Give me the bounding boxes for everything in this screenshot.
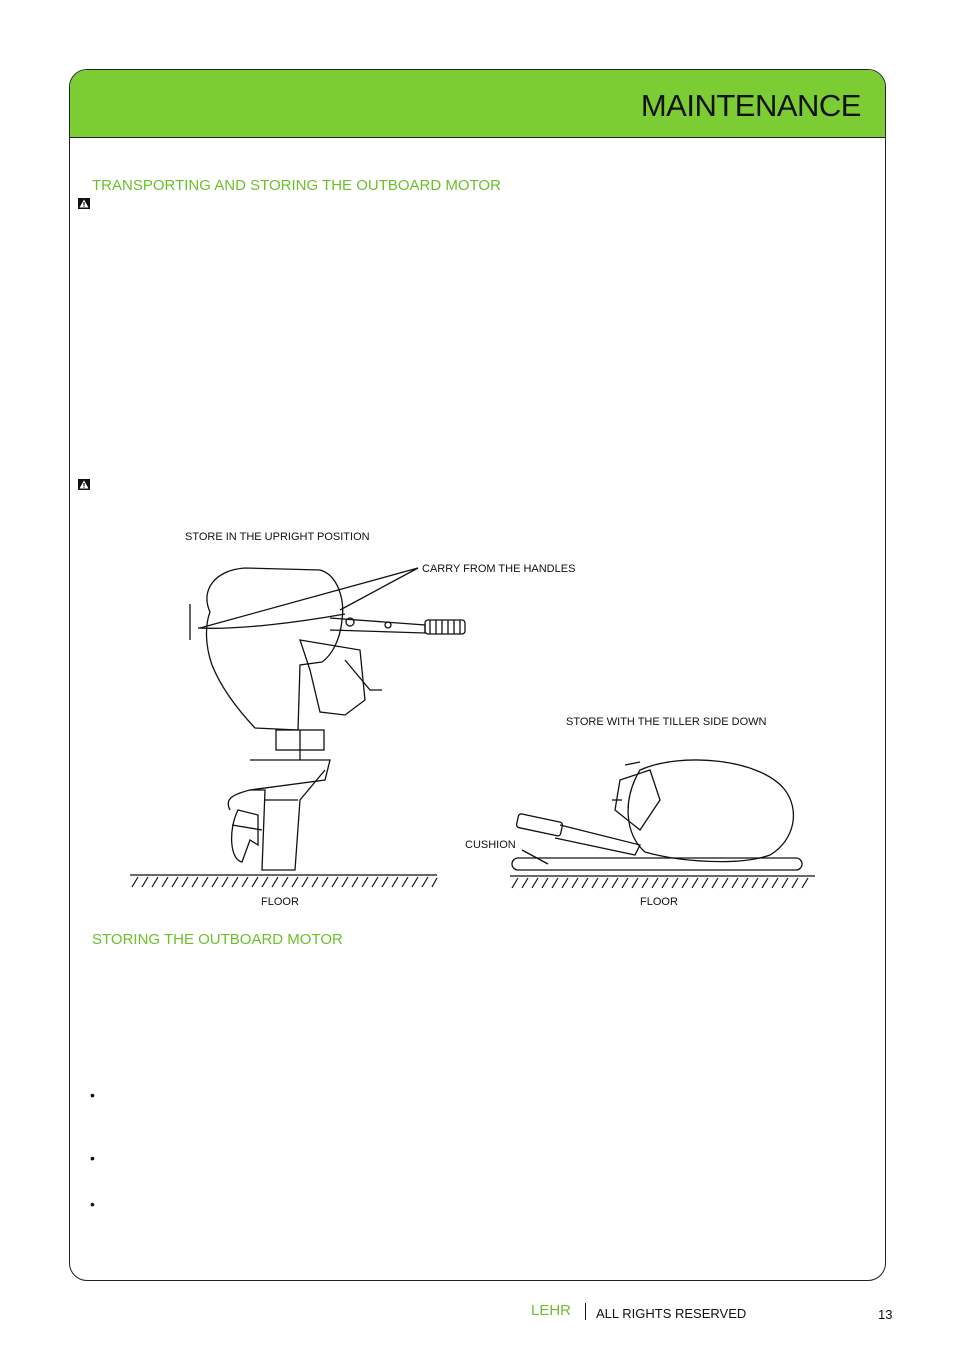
storing-section-heading: STORING THE OUTBOARD MOTOR bbox=[92, 931, 343, 948]
footer-brand: LEHR bbox=[531, 1302, 572, 1319]
floor-left-label: FLOOR bbox=[261, 896, 299, 908]
transport-section-heading: TRANSPORTING AND STORING THE OUTBOARD MO… bbox=[92, 177, 501, 194]
upright-position-label: STORE IN THE UPRIGHT POSITION bbox=[185, 531, 370, 543]
tiller-side-down-label: STORE WITH THE TILLER SIDE DOWN bbox=[566, 716, 767, 728]
cushion-label: CUSHION bbox=[465, 839, 516, 851]
page-title: MAINTENANCE bbox=[640, 88, 862, 123]
footer-separator bbox=[585, 1303, 586, 1320]
header-band: MAINTENANCE bbox=[70, 70, 885, 138]
warning-triangle-icon bbox=[78, 479, 90, 490]
bullet-marker: • bbox=[90, 1150, 95, 1166]
carry-handles-label: CARRY FROM THE HANDLES bbox=[422, 563, 576, 575]
page-frame: MAINTENANCE TRANSPORTING AND STORING THE… bbox=[69, 69, 886, 1281]
floor-right-label: FLOOR bbox=[640, 896, 678, 908]
bullet-marker: • bbox=[90, 1087, 95, 1103]
page-number: 13 bbox=[878, 1307, 893, 1322]
upright-motor-cowling bbox=[205, 567, 344, 731]
tiller-down-motor bbox=[510, 759, 815, 877]
warning-triangle-icon bbox=[78, 198, 90, 209]
bullet-marker: • bbox=[90, 1196, 95, 1212]
footer-rights: ALL RIGHTS RESERVED bbox=[596, 1306, 747, 1321]
